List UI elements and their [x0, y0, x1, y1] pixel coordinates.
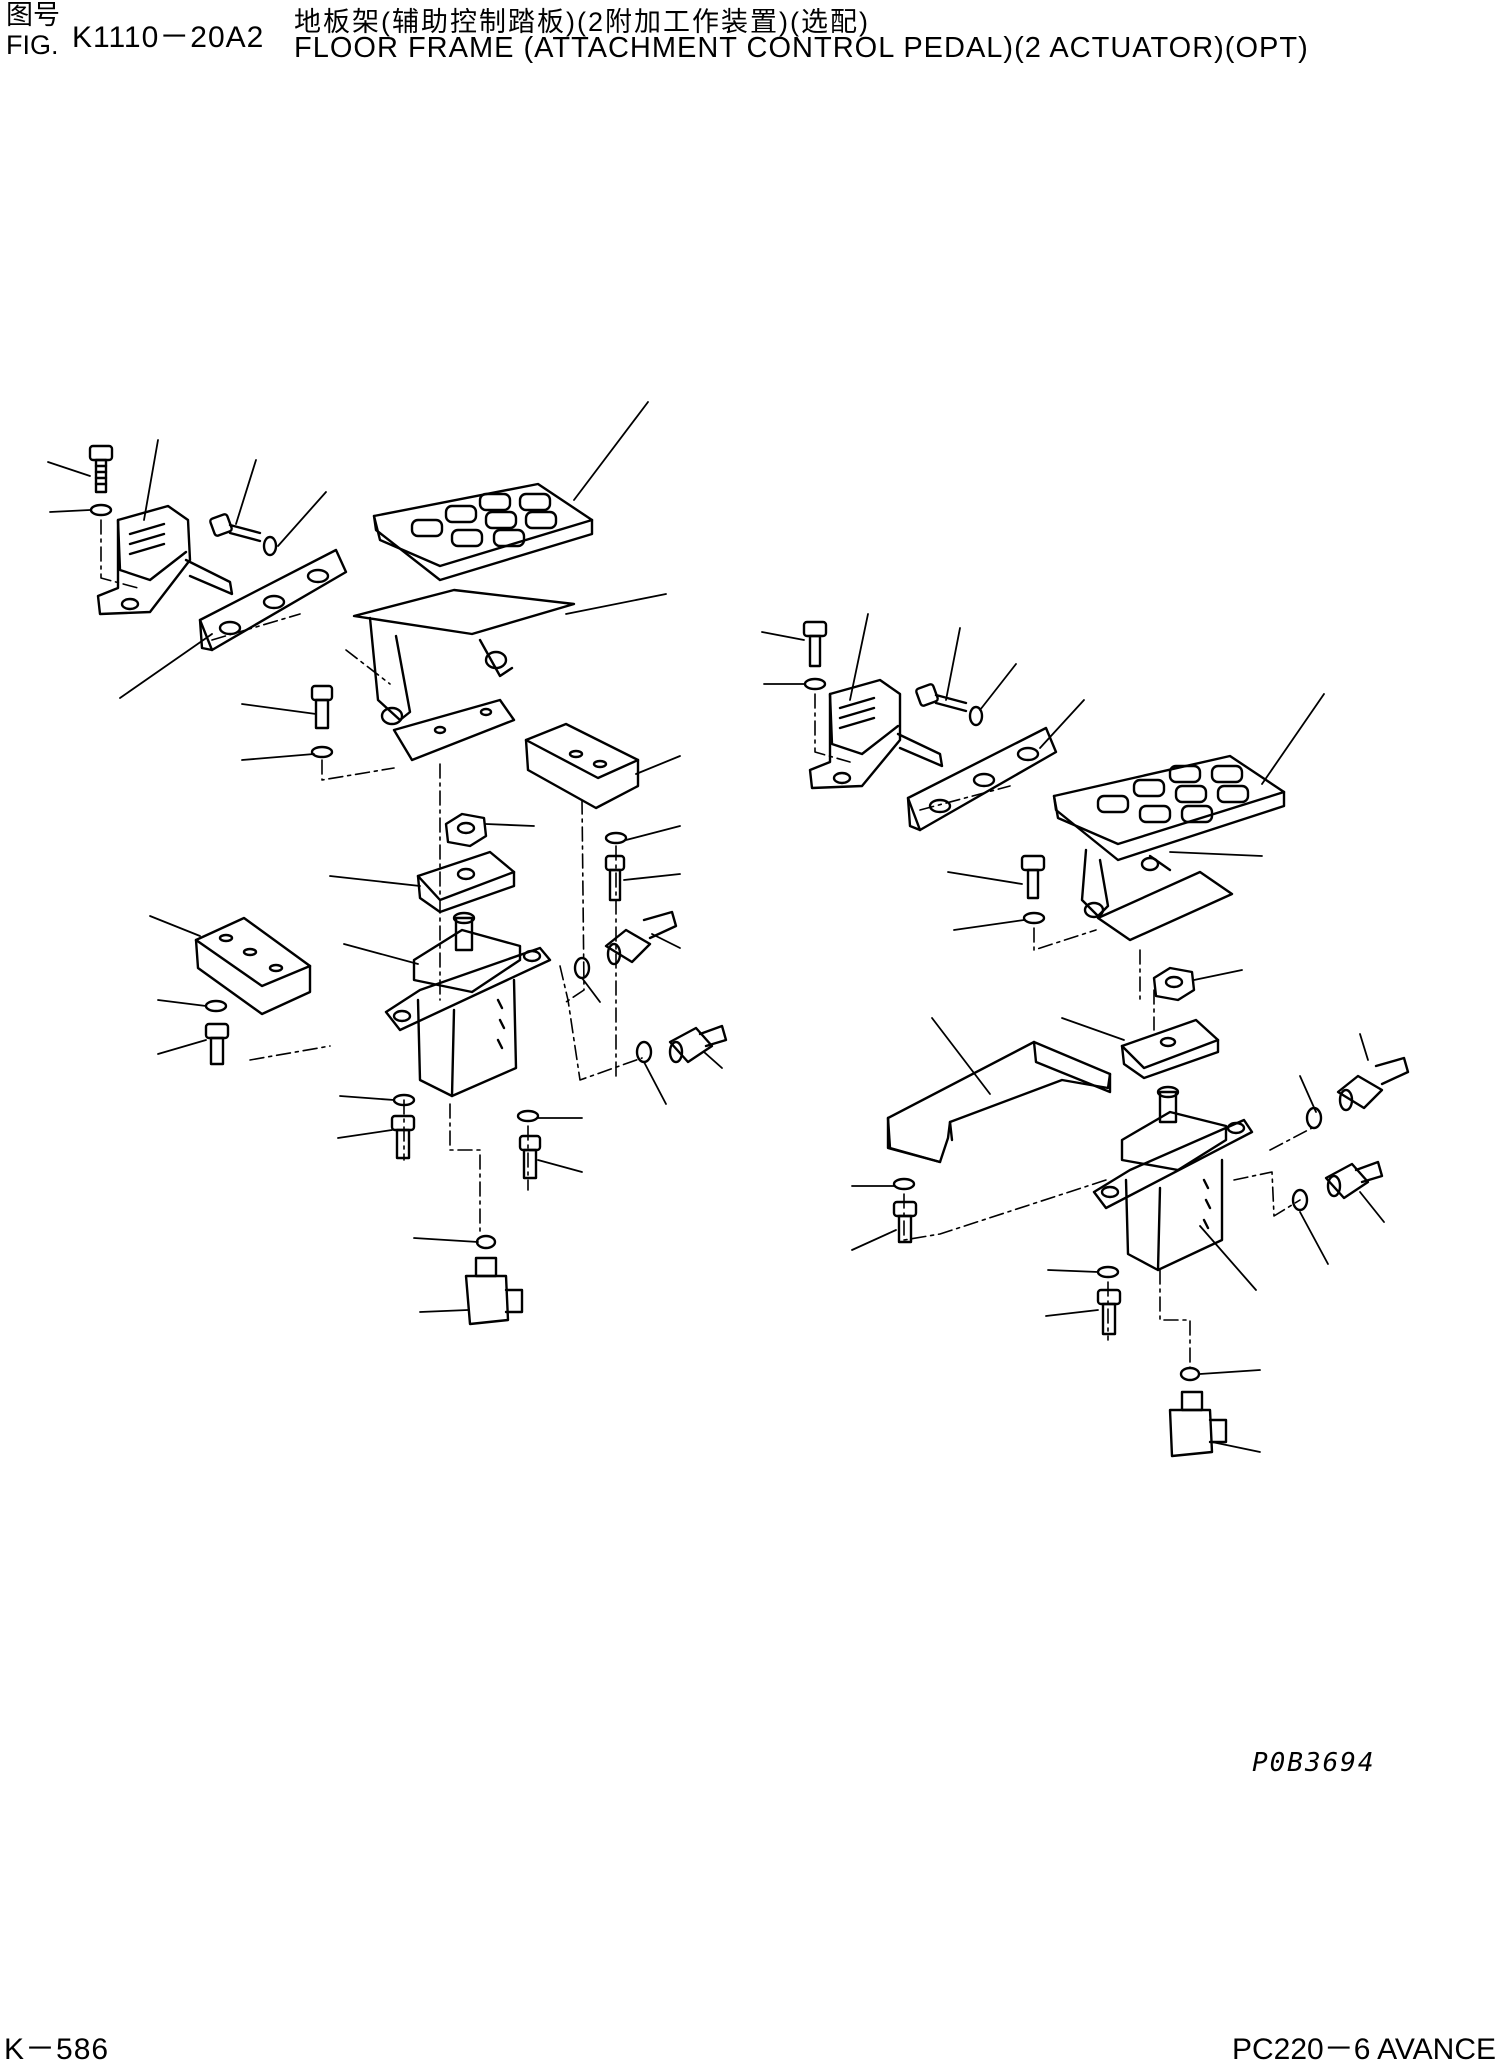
washer-icon	[204, 999, 228, 1013]
pedal-pad	[372, 482, 594, 582]
bolt-icon	[604, 854, 626, 902]
bolt-icon	[915, 683, 968, 713]
o-ring-icon	[1179, 1366, 1201, 1382]
title-cn: 地板架(辅助控制踏板)(2附加工作装置)(选配)	[294, 7, 870, 37]
fig-label-en: FIG.	[6, 30, 59, 60]
pedal-pad	[1052, 754, 1286, 862]
pedal-arm	[1080, 848, 1234, 942]
o-ring-icon	[475, 1234, 497, 1250]
spacer-block	[194, 916, 312, 1016]
hinge-bracket	[96, 504, 234, 616]
nut-icon	[444, 812, 488, 848]
fig-label-cn: 图号	[6, 0, 60, 30]
o-ring-icon	[573, 956, 591, 980]
washer-icon	[968, 705, 984, 727]
washer-icon	[604, 831, 628, 845]
drawing-number: P0B3694	[1252, 1748, 1376, 1778]
washer-icon	[262, 535, 278, 557]
model-name: PC220－6 AVANCE	[1232, 2033, 1497, 2066]
washer-icon	[1096, 1265, 1120, 1279]
bolt-icon	[892, 1200, 918, 1244]
left-assembly	[47, 401, 728, 1326]
center-lines	[814, 693, 1313, 1369]
small-block	[416, 850, 516, 914]
spacer-block	[524, 722, 640, 810]
mounting-plate	[198, 548, 348, 652]
fitting-icon	[604, 910, 678, 966]
washer-icon	[516, 1109, 540, 1123]
bolt-icon	[209, 513, 262, 543]
bolt-icon	[204, 1022, 230, 1066]
o-ring-icon	[635, 1040, 653, 1064]
leader-lines	[761, 613, 1385, 1453]
fig-code: K1110－20A2	[72, 21, 265, 54]
washer-icon	[89, 503, 113, 517]
o-ring-icon	[1291, 1188, 1309, 1212]
fitting-icon	[1336, 1056, 1410, 1112]
o-ring-icon	[1305, 1106, 1323, 1130]
page-number: K－586	[4, 2033, 110, 2066]
mounting-plate	[906, 726, 1058, 832]
small-block	[1120, 1018, 1220, 1080]
bolt-icon	[1020, 854, 1046, 900]
fitting-icon	[668, 1024, 728, 1064]
leader-lines	[47, 401, 723, 1313]
bolt-icon	[1096, 1288, 1122, 1336]
washer-icon	[1022, 911, 1046, 925]
fitting-icon	[1324, 1160, 1384, 1200]
bolt-icon	[88, 444, 114, 494]
washer-icon	[892, 1177, 916, 1191]
bolt-icon	[518, 1134, 542, 1180]
center-lines	[100, 519, 643, 1233]
washer-icon	[803, 677, 827, 691]
elbow-fitting-icon	[464, 1256, 524, 1326]
elbow-fitting-icon	[1168, 1390, 1228, 1458]
nut-icon	[1152, 966, 1196, 1002]
right-assembly	[761, 613, 1410, 1458]
washer-icon	[310, 745, 334, 759]
bolt-icon	[390, 1114, 416, 1160]
pilot-valve	[384, 911, 552, 1098]
title-en: FLOOR FRAME (ATTACHMENT CONTROL PEDAL)(2…	[294, 32, 1309, 64]
bolt-icon	[802, 620, 828, 668]
pilot-valve	[1092, 1085, 1254, 1272]
u-frame-bracket	[886, 1040, 1112, 1164]
fig-label: 图号 FIG.	[6, 0, 60, 60]
hinge-bracket	[808, 678, 944, 790]
bolt-icon	[310, 684, 334, 730]
